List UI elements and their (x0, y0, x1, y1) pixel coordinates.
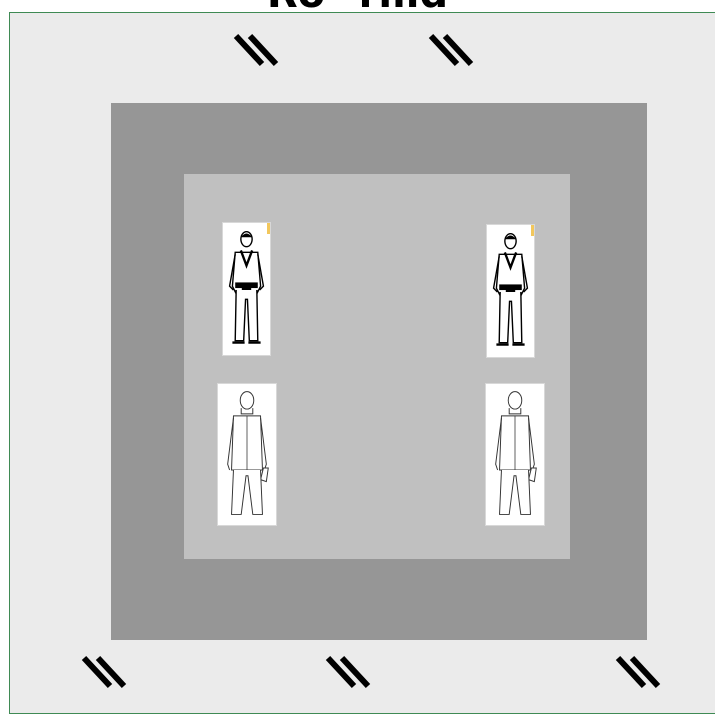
judoka-front-right (487, 225, 534, 357)
corner-tab (267, 223, 270, 234)
double-slash-mark (320, 650, 380, 696)
double-slash-mark (76, 650, 136, 696)
double-slash-mark (423, 28, 483, 74)
judoka-front-left (223, 223, 270, 355)
mark-top-right (423, 28, 483, 74)
person-back-figure (218, 384, 276, 525)
mark-top-left (228, 28, 288, 74)
person-back-figure (486, 384, 544, 525)
mark-bottom-right (610, 650, 670, 696)
person-back-right (486, 384, 544, 525)
judoka-front-figure (223, 223, 270, 355)
judoka-front-figure (487, 225, 534, 357)
mark-bottom-center (320, 650, 380, 696)
corner-tab (531, 225, 534, 236)
diagram-title: Ro~rilid (0, 0, 715, 12)
double-slash-mark (610, 650, 670, 696)
mark-bottom-left (76, 650, 136, 696)
double-slash-mark (228, 28, 288, 74)
person-back-left (218, 384, 276, 525)
